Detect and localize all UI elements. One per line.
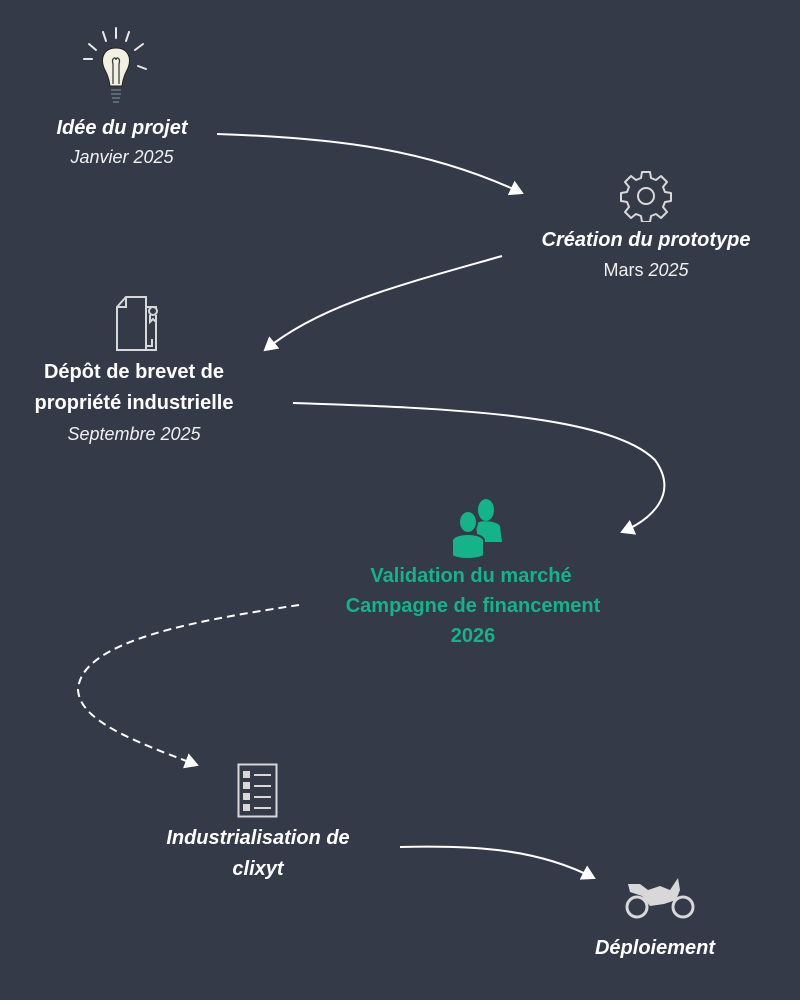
milestone-title-industrialisation-line2: clixyt — [232, 858, 284, 880]
checklist-icon — [237, 763, 278, 818]
milestone-date-prototype: Mars 2025 — [603, 261, 688, 279]
motorcycle-icon — [625, 878, 695, 919]
arrow-industrialisation-to-deployment — [399, 845, 596, 880]
patent-document-icon — [116, 296, 158, 351]
arrow-idea-to-prototype — [216, 133, 524, 196]
date-month: Mars — [603, 260, 644, 280]
milestone-date-patent: Septembre 2025 — [67, 424, 201, 444]
arrow-validation-to-industrialisation — [76, 604, 300, 769]
milestone-validation-line2: Campagne de financement — [345, 595, 601, 617]
milestone-title-idea: Idée du projet — [56, 117, 188, 139]
milestone-title-industrialisation-line1: Industrialisation de — [166, 827, 350, 849]
milestone-validation-year: 2026 — [450, 625, 496, 647]
people-icon — [451, 499, 502, 560]
arrow-patent-to-validation — [292, 402, 666, 535]
arrow-prototype-to-patent — [263, 255, 503, 352]
milestone-title-patent-line2: propriété industrielle — [34, 392, 234, 414]
milestone-title-prototype: Création du prototype — [541, 229, 751, 251]
milestone-title-deployment: Déploiement — [594, 937, 716, 959]
milestone-title-patent-line1: Dépôt de brevet de — [43, 361, 225, 383]
gear-icon — [620, 171, 672, 222]
date-year: 2025 — [648, 260, 689, 280]
lightbulb-icon — [83, 27, 147, 103]
milestone-validation-line1: Validation du marché — [370, 565, 572, 587]
milestone-date-idea: Janvier 2025 — [70, 147, 174, 167]
